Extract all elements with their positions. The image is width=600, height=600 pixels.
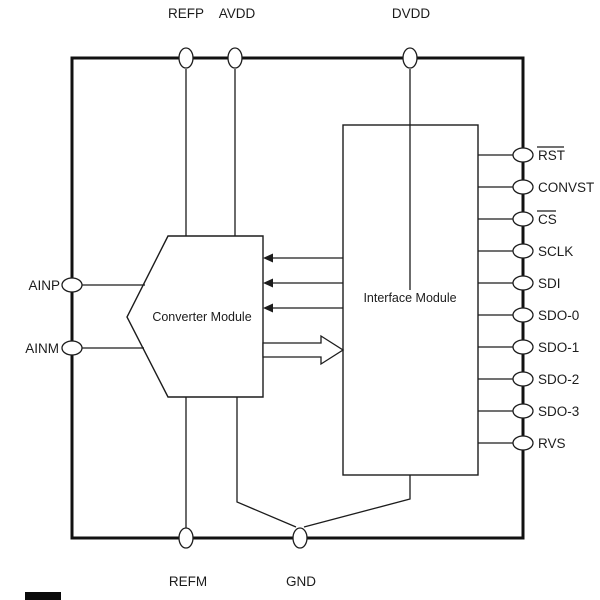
pin-circle-sdo3	[512, 403, 534, 419]
pin-label-avdd: AVDD	[219, 6, 256, 21]
pin-label-sclk: SCLK	[538, 244, 573, 259]
pin-label-sdo2: SDO-2	[538, 372, 579, 387]
pin-label-rvs: RVS	[538, 436, 566, 451]
pin-circle-sclk	[512, 243, 534, 259]
pin-label-sdi: SDI	[538, 276, 561, 291]
pin-circle-ainp	[61, 277, 83, 293]
pin-circle-gnd	[292, 527, 308, 549]
pin-circle-rvs	[512, 435, 534, 451]
interface-module-label: Interface Module	[363, 291, 456, 305]
pin-circle-cs	[512, 211, 534, 227]
pin-label-sdo3: SDO-3	[538, 404, 579, 419]
pin-circle-refp	[178, 47, 194, 69]
pin-circle-sdo1	[512, 339, 534, 355]
pin-circle-sdi	[512, 275, 534, 291]
pin-label-refp: REFP	[168, 6, 204, 21]
pin-label-convst: CONVST	[538, 180, 594, 195]
pin-circle-rst	[512, 147, 534, 163]
pin-circle-ainm	[61, 340, 83, 356]
converter-module-shape	[126, 235, 264, 398]
bottom-left-artifact	[25, 592, 61, 600]
pin-circle-dvdd	[402, 47, 418, 69]
control-arrowhead-2	[263, 278, 273, 288]
pin-label-ainm: AINM	[25, 341, 59, 356]
pin-circle-avdd	[227, 47, 243, 69]
pin-label-rst: RST	[538, 148, 565, 163]
pin-circle-refm	[178, 527, 194, 549]
pin-label-refm: REFM	[169, 574, 207, 589]
pin-label-dvdd: DVDD	[392, 6, 431, 21]
control-arrowhead-3	[263, 303, 273, 313]
pin-circle-convst	[512, 179, 534, 195]
pin-label-cs: CS	[538, 212, 557, 227]
data-bus-block-arrow	[262, 334, 345, 366]
control-arrowhead-1	[263, 253, 273, 263]
wire-gnd-interface	[303, 475, 411, 528]
pin-circle-sdo0	[512, 307, 534, 323]
converter-module-label: Converter Module	[152, 310, 251, 324]
pin-label-sdo0: SDO-0	[538, 308, 579, 323]
pin-label-sdo1: SDO-1	[538, 340, 579, 355]
wire-gnd-converter	[236, 397, 297, 528]
pin-label-ainp: AINP	[28, 278, 60, 293]
pin-label-gnd: GND	[286, 574, 316, 589]
pin-circle-sdo2	[512, 371, 534, 387]
